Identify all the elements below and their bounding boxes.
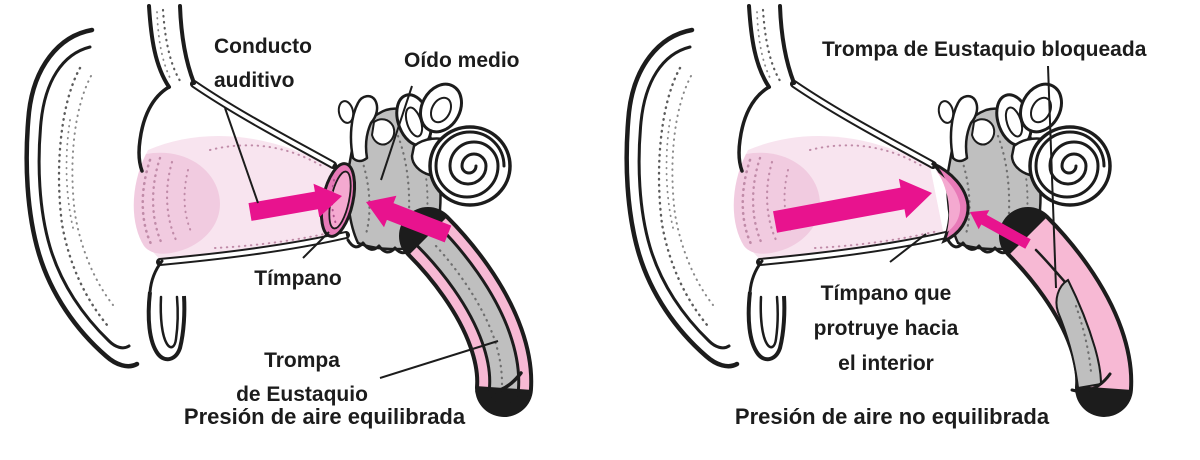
label-bulging-eardrum: Tímpano que protruye hacia el interior bbox=[808, 276, 964, 381]
leader-auditory-canal bbox=[224, 107, 259, 204]
leader-middle-ear bbox=[380, 85, 413, 181]
eustachian-tube-blocked bbox=[999, 207, 1134, 417]
label-middle-ear: Oído medio bbox=[404, 49, 520, 72]
leader-lines-left bbox=[224, 85, 499, 379]
arrow-inward-pressure bbox=[366, 195, 452, 243]
arrow-outward-pressure bbox=[248, 183, 342, 221]
eustachian-tube-open bbox=[399, 207, 534, 417]
label-auditory-canal-line1: Conducto bbox=[214, 35, 312, 58]
label-eardrum: Tímpano bbox=[254, 267, 342, 290]
label-auditory-canal: Conducto auditivo bbox=[214, 30, 312, 98]
pressure-arrows-unbalanced bbox=[773, 178, 1031, 249]
eardrum-bulging-inward bbox=[930, 161, 970, 244]
caption-balanced-pressure: Presión de aire equilibrada bbox=[183, 404, 466, 429]
label-blocked-eustachian-tube: Trompa de Eustaquio bloqueada bbox=[822, 38, 1147, 61]
label-eustachian-tube-line2: de Eustaquio bbox=[236, 383, 368, 406]
label-eustachian-tube: Trompa de Eustaquio bbox=[222, 344, 382, 412]
label-auditory-canal-line2: auditivo bbox=[214, 69, 295, 92]
right-ear-diagram-blocked bbox=[600, 0, 1134, 417]
blocked-lumen-wedge bbox=[1055, 278, 1103, 390]
caption-unbalanced-pressure: Presión de aire no equilibrada bbox=[734, 404, 1050, 429]
eardrum-flat bbox=[319, 162, 357, 238]
label-bulging-eardrum-line3: el interior bbox=[838, 352, 934, 375]
leader-eardrum bbox=[302, 231, 330, 259]
label-bulging-eardrum-line1: Tímpano que bbox=[820, 282, 952, 305]
leader-eustachian-tube bbox=[379, 340, 499, 379]
arrow-weak-inward-pressure bbox=[970, 210, 1031, 249]
arrow-strong-outward-pressure bbox=[773, 178, 932, 233]
leader-bulging-eardrum bbox=[889, 233, 927, 263]
leader-blocked-tube bbox=[1047, 65, 1057, 289]
left-ear-diagram-balanced bbox=[0, 0, 534, 417]
pressure-arrows-balanced bbox=[248, 183, 452, 243]
leader-lines-right bbox=[889, 65, 1057, 289]
label-bulging-eardrum-line2: protruye hacia bbox=[813, 317, 959, 340]
label-eustachian-tube-line1: Trompa bbox=[264, 349, 340, 372]
